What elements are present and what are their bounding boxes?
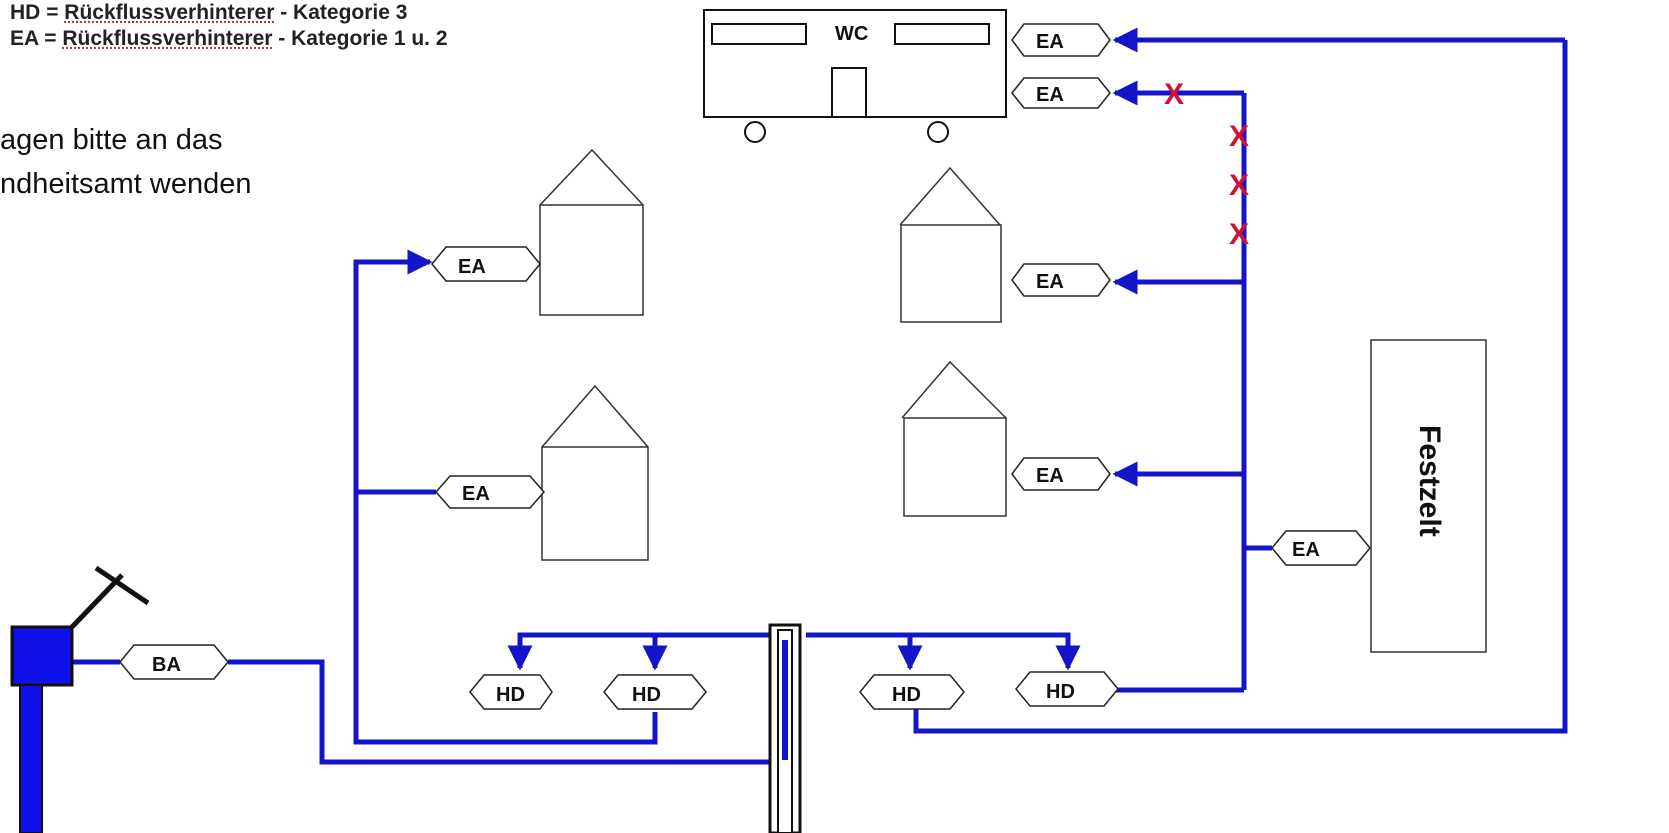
valve-ea-booth-r2: EA xyxy=(1011,457,1111,491)
pipes xyxy=(72,27,1568,765)
svg-text:EA: EA xyxy=(1036,465,1064,487)
valve-ea-wc-top: EA xyxy=(1011,23,1111,57)
valve-ea-booth-l2: EA xyxy=(435,475,545,509)
svg-text:EA: EA xyxy=(462,483,490,505)
valve-ba: BA xyxy=(119,644,229,680)
note-line-1: agen bitte an das xyxy=(0,124,223,156)
marker-x-4: X xyxy=(1229,218,1249,251)
standpipe xyxy=(768,623,802,833)
marker-x-2: X xyxy=(1229,120,1249,153)
pipe-manifold-left xyxy=(507,632,772,671)
wc-label: WC xyxy=(835,23,868,45)
festzelt-box xyxy=(1370,339,1487,653)
legend-ea-term: Rückflussverhinterer xyxy=(62,27,273,50)
legend: HD = Rückflussverhinterer - Kategorie 3 … xyxy=(10,0,448,52)
pipe-far-right xyxy=(913,40,1568,734)
booth-left-1 xyxy=(539,148,644,316)
valve-hd-2: HD xyxy=(603,674,707,710)
svg-text:EA: EA xyxy=(1292,539,1320,561)
pipe-ba-out xyxy=(228,659,778,765)
svg-text:EA: EA xyxy=(1036,84,1064,106)
legend-hd-suffix: - Kategorie 3 xyxy=(280,1,408,24)
pipe-left-loop xyxy=(353,249,658,745)
valve-hd-1: HD xyxy=(469,674,553,710)
svg-text:HD: HD xyxy=(892,684,921,706)
legend-ea: EA = Rückflussverhinterer - Kategorie 1 … xyxy=(10,26,448,52)
cut-markers: X X X X xyxy=(1164,78,1249,251)
svg-text:HD: HD xyxy=(496,684,525,706)
legend-ea-abbr: EA xyxy=(10,27,39,50)
booths xyxy=(539,148,1007,561)
legend-hd: HD = Rückflussverhinterer - Kategorie 3 xyxy=(10,0,448,26)
hydrant xyxy=(10,565,150,833)
svg-text:EA: EA xyxy=(458,256,486,278)
booth-left-2 xyxy=(541,384,649,561)
marker-x-1: X xyxy=(1164,78,1184,111)
valve-hd-4: HD xyxy=(1015,671,1119,707)
svg-text:HD: HD xyxy=(1046,681,1075,703)
legend-hd-abbr: HD xyxy=(10,1,41,24)
wc-trailer xyxy=(703,9,1007,143)
contact-note: agen bitte an das ndheitsamt wenden xyxy=(0,118,252,206)
festzelt-label: Festzelt xyxy=(1413,425,1446,537)
legend-ea-eq: = xyxy=(44,27,57,50)
valves: EA EA EA EA EA EA EA HD xyxy=(119,23,1371,710)
legend-hd-term: Rückflussverhinterer xyxy=(64,1,275,24)
valve-ea-booth-r1: EA xyxy=(1011,263,1111,297)
legend-ea-suffix: - Kategorie 1 u. 2 xyxy=(278,27,448,50)
svg-text:EA: EA xyxy=(1036,271,1064,293)
valve-ea-booth-l1: EA xyxy=(431,246,541,282)
valve-ea-festzelt: EA xyxy=(1271,530,1371,566)
booth-right-1 xyxy=(899,166,1002,323)
pipe-manifold-right xyxy=(806,632,1081,671)
booth-right-2 xyxy=(901,360,1007,517)
valve-hd-3: HD xyxy=(859,674,965,710)
note-line-2: ndheitsamt wenden xyxy=(0,168,252,200)
svg-text:HD: HD xyxy=(632,684,661,706)
marker-x-3: X xyxy=(1229,169,1249,202)
svg-text:BA: BA xyxy=(152,654,181,676)
valve-ea-wc-bottom: EA xyxy=(1011,77,1111,109)
legend-hd-eq: = xyxy=(46,1,59,24)
svg-text:EA: EA xyxy=(1036,31,1064,53)
